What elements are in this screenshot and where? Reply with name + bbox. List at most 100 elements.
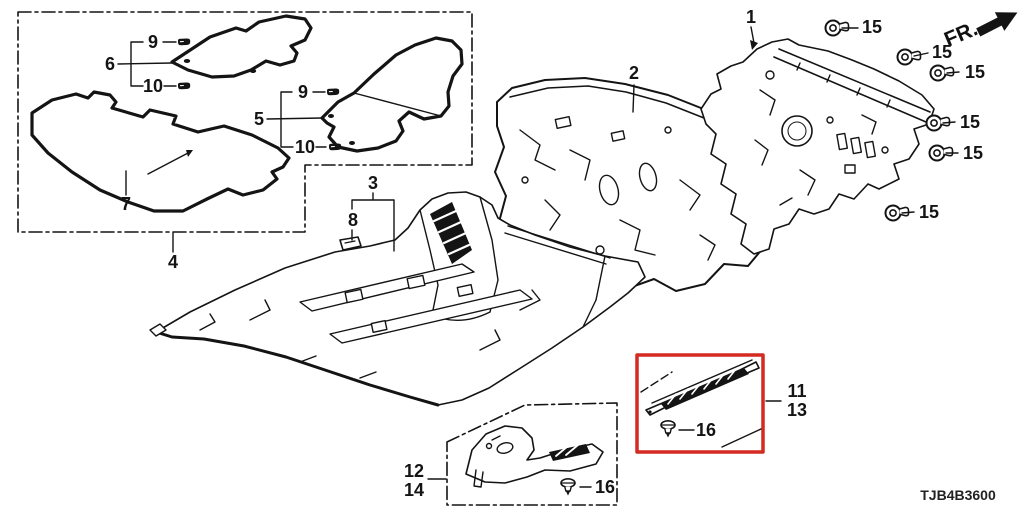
side-sill-garnish-part bbox=[640, 359, 762, 448]
callout-9-passenger-upper[interactable]: 9 bbox=[298, 82, 308, 102]
floor-carpet-clip-part bbox=[339, 236, 362, 251]
line-art-segment bbox=[721, 428, 762, 448]
line-art-segment bbox=[326, 87, 340, 97]
line-art-segment bbox=[266, 117, 323, 120]
floor-carpet-part bbox=[149, 191, 646, 407]
callout-13[interactable]: 13 bbox=[787, 400, 807, 420]
line-art-segment bbox=[249, 69, 257, 73]
line-art-segment bbox=[496, 442, 514, 454]
line-art-segment bbox=[249, 299, 271, 321]
line-art-segment bbox=[186, 150, 193, 157]
line-art-segment bbox=[280, 91, 294, 148]
line-art-segment bbox=[519, 129, 556, 171]
side-sill-garnish-highlight-box[interactable] bbox=[635, 353, 765, 454]
front-driver-floor-mat bbox=[170, 14, 313, 79]
diagram-part-code: TJB4B3600 bbox=[920, 487, 996, 503]
callout-7-rear-mat[interactable]: 7 bbox=[121, 194, 131, 214]
line-art-segment bbox=[664, 126, 672, 134]
callout-15-grommet-3[interactable]: 15 bbox=[965, 62, 985, 82]
line-art-segment bbox=[976, 16, 1004, 37]
line-art-segment bbox=[353, 92, 442, 117]
line-art-segment bbox=[679, 179, 701, 211]
leader-lines bbox=[117, 26, 960, 488]
line-art-segment bbox=[660, 419, 676, 439]
line-art-segment bbox=[406, 274, 426, 290]
line-art-segment bbox=[30, 90, 291, 213]
floor-mat-set-boundary-box bbox=[17, 11, 473, 233]
callout-11[interactable]: 11 bbox=[787, 381, 806, 401]
line-art-segment bbox=[619, 219, 656, 256]
line-art-segment bbox=[320, 36, 464, 153]
side-sill-garnish-clip bbox=[660, 419, 676, 439]
line-art-segment bbox=[750, 26, 755, 44]
line-art-segment bbox=[610, 130, 626, 142]
line-art-segment bbox=[554, 115, 572, 130]
callout-15-grommet-2[interactable]: 15 bbox=[932, 42, 952, 62]
callout-15-grommet-4[interactable]: 15 bbox=[960, 112, 980, 132]
line-art-segment bbox=[946, 71, 960, 74]
callout-1-bulkhead[interactable]: 1 bbox=[746, 7, 756, 27]
line-art-segment bbox=[796, 62, 891, 108]
line-art-segment bbox=[199, 313, 216, 331]
callout-4-mat-set[interactable]: 4 bbox=[168, 252, 178, 272]
line-art-segment bbox=[177, 81, 191, 91]
line-art-segment bbox=[598, 174, 620, 206]
line-art-segment bbox=[651, 359, 753, 404]
line-art-segment bbox=[544, 199, 561, 231]
line-art-segment bbox=[850, 136, 863, 155]
line-art-segment bbox=[861, 114, 877, 135]
line-art-segment bbox=[328, 142, 342, 152]
callout-15-grommet-1[interactable]: 15 bbox=[862, 17, 882, 37]
line-art-segment bbox=[582, 299, 597, 328]
line-art-segment bbox=[781, 115, 813, 147]
line-art-segment bbox=[183, 59, 191, 63]
line-art-segment bbox=[759, 89, 776, 116]
callout-10-driver-lower[interactable]: 10 bbox=[143, 76, 163, 96]
line-art-segment bbox=[456, 283, 474, 298]
callout-8-carpet-clip[interactable]: 8 bbox=[348, 210, 358, 230]
line-art-segment bbox=[473, 469, 484, 488]
line-art-segment: 9 6 10 9 5 10 7 4 3 8 2 1 15 15 15 15 15… bbox=[105, 7, 985, 500]
line-art-segment bbox=[632, 84, 635, 113]
line-art-segment bbox=[844, 164, 856, 174]
callout-14[interactable]: 14 bbox=[404, 480, 424, 500]
line-art-segment bbox=[773, 56, 927, 123]
line-art-segment bbox=[994, 12, 1018, 31]
line-art-segment bbox=[17, 11, 473, 233]
front-passenger-floor-mat bbox=[320, 36, 464, 153]
line-art-segment bbox=[446, 402, 618, 506]
line-art-segment bbox=[351, 192, 395, 252]
callout-12[interactable]: 12 bbox=[404, 461, 424, 481]
callout-10-passenger-lower[interactable]: 10 bbox=[295, 137, 315, 157]
line-art-segment bbox=[328, 114, 334, 118]
callout-9-driver-upper[interactable]: 9 bbox=[148, 32, 158, 52]
line-art-segment bbox=[826, 116, 834, 124]
line-art-segment bbox=[432, 209, 471, 256]
line-art-segment bbox=[779, 197, 793, 206]
line-art-segment bbox=[117, 62, 173, 65]
footrest-garnish-boundary-box bbox=[446, 402, 618, 506]
callout-5-passenger-mat[interactable]: 5 bbox=[254, 109, 264, 129]
fr-direction-indicator: FR. bbox=[941, 12, 1018, 52]
line-art-segment bbox=[555, 444, 579, 457]
callout-6-driver-mat[interactable]: 6 bbox=[105, 54, 115, 74]
rear-floor-mat bbox=[30, 90, 291, 213]
line-art-segment bbox=[699, 234, 716, 261]
line-art-segment bbox=[942, 121, 956, 124]
line-art-segment bbox=[595, 255, 606, 301]
line-art-segment bbox=[864, 140, 877, 159]
callout-2-insulator[interactable]: 2 bbox=[629, 63, 639, 83]
callout-11-sill-garnish[interactable]: 15 bbox=[919, 202, 939, 222]
line-art-segment bbox=[787, 121, 807, 141]
callout-16-sill-clip[interactable]: 16 bbox=[696, 420, 716, 440]
callout-15-grommet-5[interactable]: 15 bbox=[963, 143, 983, 163]
line-art-segment bbox=[836, 132, 849, 151]
line-art-segment bbox=[349, 141, 355, 145]
line-art-segment bbox=[640, 371, 673, 393]
line-art-segment bbox=[299, 355, 377, 379]
line-art-segment bbox=[485, 442, 493, 450]
callout-3-carpet[interactable]: 3 bbox=[368, 173, 378, 193]
line-art-segment bbox=[569, 149, 591, 181]
line-art-segment bbox=[154, 330, 440, 407]
callout-16-footrest-clip[interactable]: 16 bbox=[595, 477, 615, 497]
